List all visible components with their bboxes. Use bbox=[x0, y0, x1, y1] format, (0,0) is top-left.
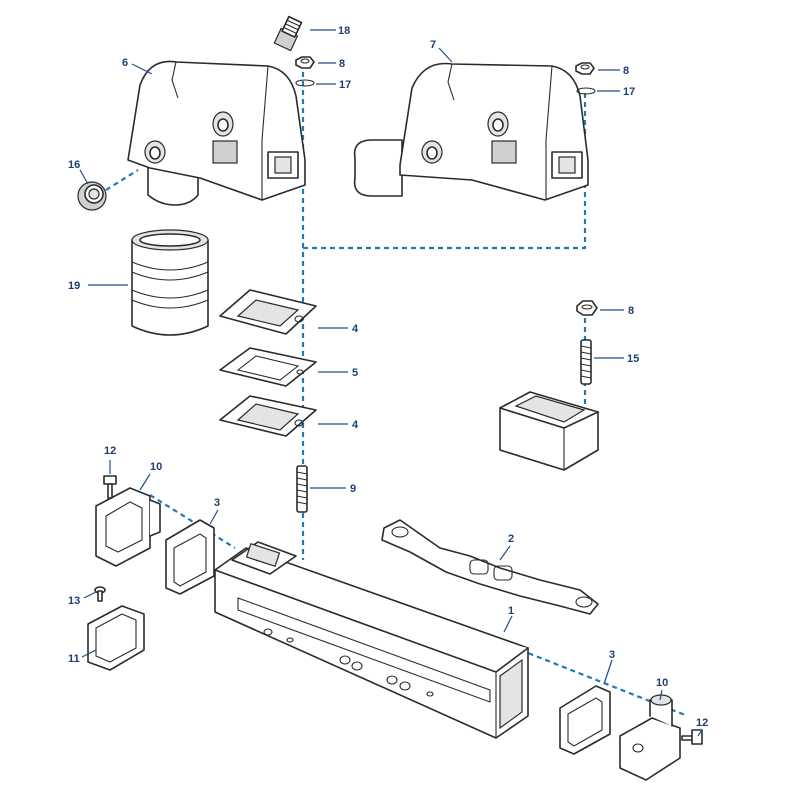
callout-18: 18 bbox=[338, 25, 350, 37]
callout-labels: 18 6 8 17 7 8 17 16 19 4 5 4 9 8 15 12 1… bbox=[68, 25, 708, 729]
part-8-nut-riser bbox=[576, 300, 598, 316]
part-17-o-ring-right bbox=[576, 87, 596, 95]
callout-3-left: 3 bbox=[214, 497, 220, 509]
callout-7: 7 bbox=[430, 39, 436, 51]
part-12-bolt-right bbox=[681, 729, 703, 745]
callout-10-right: 10 bbox=[656, 677, 668, 689]
part-17-o-ring-left bbox=[295, 79, 315, 87]
callout-1: 1 bbox=[508, 605, 514, 617]
callout-19: 19 bbox=[68, 280, 80, 292]
part-10-end-cap-left bbox=[95, 487, 161, 567]
part-11-cover-plate bbox=[87, 605, 145, 671]
part-4-gasket-lower bbox=[219, 395, 317, 437]
part-10-end-cap-right bbox=[619, 694, 681, 781]
callout-2: 2 bbox=[508, 533, 514, 545]
part-15-stud bbox=[580, 339, 592, 385]
callout-17-left: 17 bbox=[339, 79, 351, 91]
callout-5: 5 bbox=[352, 367, 358, 379]
callout-13: 13 bbox=[68, 595, 80, 607]
part-1-exhaust-manifold bbox=[214, 541, 529, 739]
callout-8-top-right: 8 bbox=[623, 65, 629, 77]
callout-leaders bbox=[79, 29, 703, 737]
callout-8-riser: 8 bbox=[628, 305, 634, 317]
part-3-end-gasket-right bbox=[559, 685, 611, 755]
part-5-gasket-middle bbox=[219, 347, 317, 387]
part-9-stud bbox=[296, 465, 308, 513]
part-16-drain-plug bbox=[77, 181, 107, 211]
part-13-screw bbox=[94, 586, 106, 602]
part-2-manifold-gasket bbox=[381, 519, 599, 615]
callout-4-lower: 4 bbox=[352, 419, 359, 431]
part-8-nut-top-right bbox=[575, 62, 595, 75]
riser-spacer-block bbox=[499, 391, 599, 471]
part-18-hose-fitting bbox=[273, 15, 303, 52]
callout-12-left: 12 bbox=[104, 445, 116, 457]
part-4-gasket-upper bbox=[219, 289, 317, 335]
callout-15: 15 bbox=[627, 353, 639, 365]
callout-9: 9 bbox=[350, 483, 356, 495]
part-12-bolt-left bbox=[103, 475, 117, 499]
callout-12-right: 12 bbox=[696, 717, 708, 729]
part-8-nut-top-left bbox=[295, 56, 315, 69]
part-19-exhaust-hose bbox=[131, 229, 209, 336]
part-3-end-gasket-left bbox=[165, 519, 215, 595]
callout-17-right: 17 bbox=[623, 86, 635, 98]
callout-3-right: 3 bbox=[609, 649, 615, 661]
callout-16: 16 bbox=[68, 159, 80, 171]
part-6-exhaust-elbow-left bbox=[127, 60, 306, 206]
callout-4-upper: 4 bbox=[352, 323, 359, 335]
part-7-exhaust-elbow-right bbox=[353, 62, 589, 201]
callout-11: 11 bbox=[68, 653, 80, 665]
callout-8-top-left: 8 bbox=[339, 58, 345, 70]
callout-10-left: 10 bbox=[150, 461, 162, 473]
callout-6: 6 bbox=[122, 57, 128, 69]
